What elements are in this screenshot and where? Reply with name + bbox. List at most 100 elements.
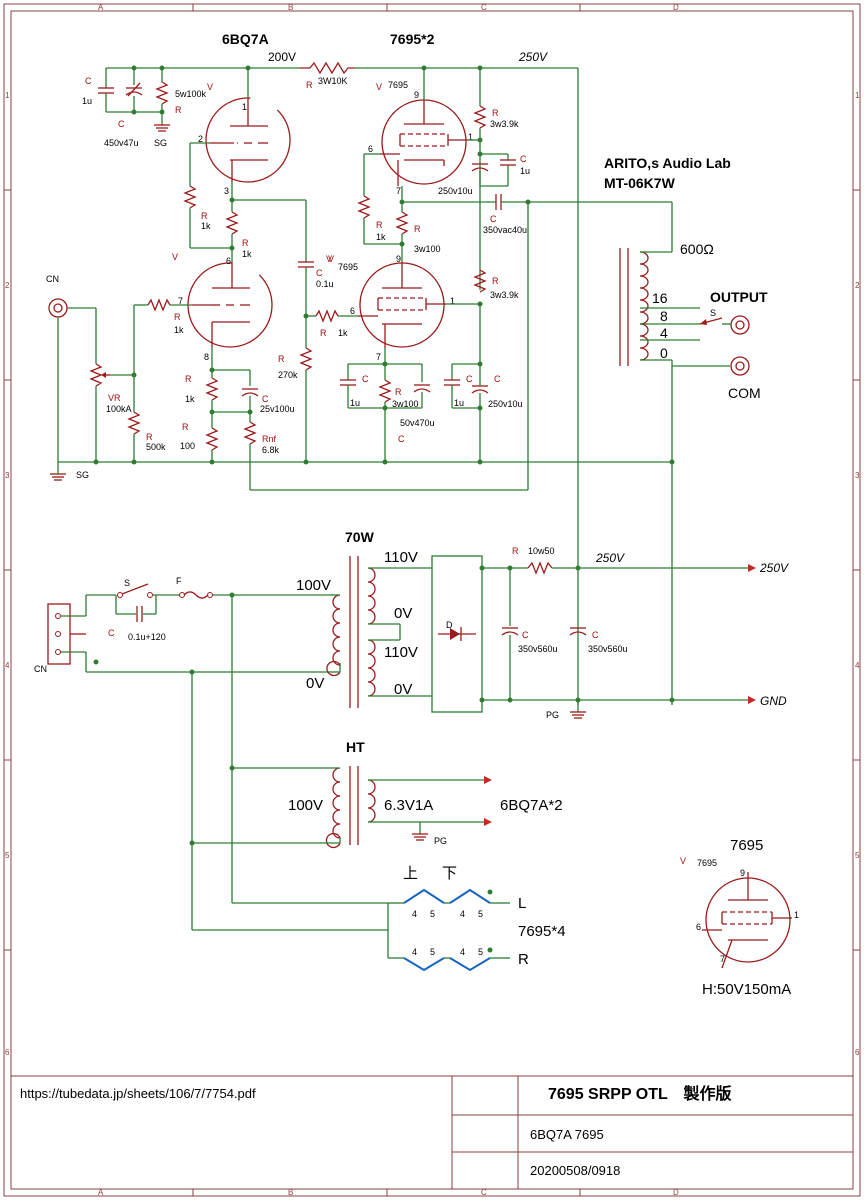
com-label: COM — [728, 385, 761, 401]
c-switch-value: 0.1u+120 — [128, 632, 166, 642]
tube-list: 6BQ7A 7695 — [530, 1127, 604, 1142]
frame-row-4: 4 — [5, 661, 10, 670]
pt-sec-0v-mid: 0V — [394, 605, 412, 622]
frame-row-5-right: 5 — [855, 851, 860, 860]
tube-6bq7a-lower: 6 7 8 V — [172, 252, 273, 362]
legend-pin-1: 1 — [794, 910, 799, 920]
frame-col-a: A — [98, 3, 104, 12]
volume-pot: VR 100kA — [89, 363, 132, 414]
tube2-pin-7: 7 — [396, 186, 401, 196]
v-ref-7695a-name: 7695 — [388, 80, 408, 90]
heater-pin-5a: 5 — [430, 909, 435, 919]
v-ref-3: V — [326, 254, 332, 264]
legend-pin-6: 6 — [696, 922, 701, 932]
r-3w100-value: 3w100 — [414, 244, 441, 254]
brand-name: ARITO,s Audio Lab — [604, 155, 731, 171]
model-name: MT-06K7W — [604, 175, 676, 191]
c-350vac-value: 350vac40u — [483, 225, 527, 235]
heater-pin-4a: 4 — [412, 909, 417, 919]
r-in-value: 1k — [174, 325, 184, 335]
sg-bottom-label: SG — [76, 470, 89, 480]
c-250v-b-value: 250v10u — [488, 399, 523, 409]
pt-primary-100v: 100V — [296, 577, 331, 594]
ht-primary-100v: 100V — [288, 797, 323, 814]
r-k2-value: 100 — [180, 441, 195, 451]
ot-tap-0: 0 — [660, 345, 668, 361]
output-switch-ref: S — [710, 308, 716, 318]
com-terminal — [730, 356, 750, 376]
tube1-pin-2: 2 — [198, 134, 203, 144]
r-1k-a-ref: R — [201, 211, 208, 221]
power-switch: S — [117, 578, 153, 598]
r-1k-b-ref: R — [242, 238, 249, 248]
frame-col-d: D — [673, 3, 679, 12]
frame-col-b: B — [288, 3, 293, 12]
c-350-b-value: 350v560u — [588, 644, 628, 654]
c-1u-k-value: 1u — [350, 398, 360, 408]
v-ref-7695a: V — [376, 82, 382, 92]
v-ref-1: V — [207, 82, 213, 92]
b-plus-250v-mid: 250V — [595, 551, 625, 565]
c-top2-ref: C — [118, 119, 125, 129]
gnd-out: GND — [760, 694, 787, 708]
tube1-pin-3: 3 — [224, 186, 229, 196]
r-top-ref: R — [306, 80, 313, 90]
r-g2-value: 1k — [338, 328, 348, 338]
v-ref-2: V — [172, 252, 178, 262]
legend-title: 7695 — [730, 837, 763, 854]
pg-label: PG — [546, 710, 559, 720]
power-transformer: 70W 100V 0V 110V 0V 110V 0V — [296, 529, 432, 708]
b-plus-200v: 200V — [268, 50, 296, 64]
frame-row-3: 3 — [5, 471, 10, 480]
frame-col-a-bottom: A — [98, 1188, 104, 1197]
heater-channel-r: R — [518, 951, 529, 968]
v-ref-4: V — [328, 254, 334, 264]
c-01u-value: 0.1u — [316, 279, 334, 289]
tube2-pin-1: 1 — [468, 132, 473, 142]
tube1-title: 6BQ7A — [222, 31, 269, 47]
r-k2-ref: R — [182, 422, 189, 432]
b-plus-rail: 200V 250V R 3W10K — [106, 50, 579, 705]
ac-inlet: CN — [34, 603, 71, 674]
datasheet-url: https://tubedata.jp/sheets/106/7/7754.pd… — [20, 1086, 256, 1101]
tube1b-pin-7: 7 — [178, 296, 183, 306]
c-250v10u-top-value: 250v10u — [438, 186, 473, 196]
frame-col-b-bottom: B — [288, 1188, 293, 1197]
frame-col-c-bottom: C — [481, 1188, 487, 1197]
c-1u-k-ref: C — [362, 374, 369, 384]
r-nf-value: 6.8k — [262, 445, 280, 455]
pt-sec-110v-b: 110V — [384, 644, 418, 661]
fuse: F — [176, 576, 213, 599]
c-1u-r-value: 1u — [520, 166, 530, 176]
c-01u-ref: C — [316, 268, 323, 278]
b-plus-250v-top: 250V — [518, 50, 548, 64]
c-250v-b-ref: C — [494, 374, 501, 384]
r-10w-ref: R — [512, 546, 519, 556]
frame-row-2: 2 — [5, 281, 10, 290]
r-3w39k-b-ref: R — [492, 276, 499, 286]
tube3-pin-6: 6 — [350, 306, 355, 316]
r-500k-ref: R — [146, 432, 153, 442]
output-label: OUTPUT — [710, 289, 768, 305]
legend-v-name: 7695 — [697, 858, 717, 868]
frame-col-d-bottom: D — [673, 1188, 679, 1197]
r-3w100-k-value: 3w100 — [392, 399, 419, 409]
ac-inlet-label: CN — [34, 664, 47, 674]
legend-heater-spec: H:50V150mA — [702, 981, 791, 998]
c-top-value: 1u — [82, 96, 92, 106]
ht-pg-label: PG — [434, 836, 447, 846]
r-3w39k-b-value: 3w3.9k — [490, 290, 519, 300]
r-in-ref: R — [174, 312, 181, 322]
heater-pin-5b: 5 — [478, 909, 483, 919]
r-270k-value: 270k — [278, 370, 298, 380]
c-350-b-ref: C — [592, 630, 599, 640]
tube3-pin-7: 7 — [376, 352, 381, 362]
vr-ref: VR — [108, 393, 121, 403]
r-500k-value: 500k — [146, 442, 166, 452]
heater-pin-4b: 4 — [460, 909, 465, 919]
frame-col-c: C — [481, 3, 487, 12]
c-50v-value: 50v470u — [400, 418, 435, 428]
legend-pin-9: 9 — [740, 868, 745, 878]
tube3-pin-9: 9 — [396, 254, 401, 264]
